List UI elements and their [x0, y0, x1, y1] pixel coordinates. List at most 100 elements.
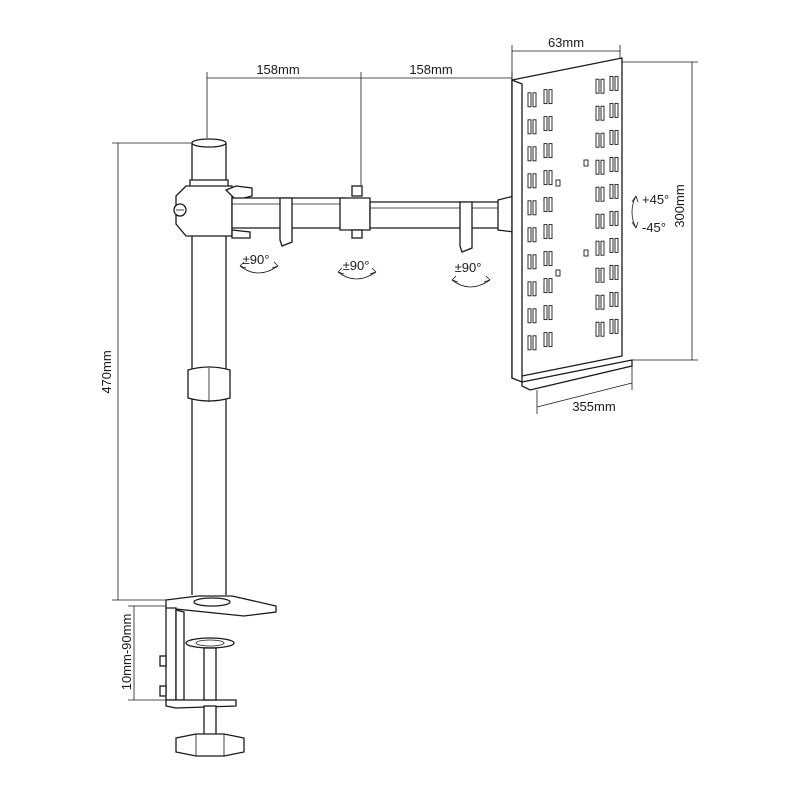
- plate-slot: [600, 105, 605, 121]
- plate-slot: [527, 200, 532, 216]
- plate-slot: [532, 308, 537, 324]
- tilt-down-label: -45°: [642, 220, 666, 235]
- plate-slot: [548, 116, 553, 132]
- plate-slot: [527, 146, 532, 162]
- plate-slot: [543, 305, 548, 321]
- plate-slot: [600, 294, 605, 310]
- plate-slot: [595, 321, 600, 337]
- pole-height-dimension: 470mm: [99, 142, 195, 601]
- plate-slot: [532, 146, 537, 162]
- plate-slot: [543, 224, 548, 240]
- plate-slot: [543, 251, 548, 267]
- plate-slot: [548, 332, 553, 348]
- plate-slot: [532, 200, 537, 216]
- plate-slot: [543, 89, 548, 105]
- plate-slot: [548, 89, 553, 105]
- plate-slot: [532, 227, 537, 243]
- joint-2-rotation-label: ±90°: [343, 258, 370, 273]
- rotation-indicator-3: ±90°: [451, 260, 491, 288]
- plate-slot: [614, 156, 619, 172]
- tilt-indicator: +45° -45°: [631, 192, 669, 235]
- plate-slot: [614, 75, 619, 91]
- clamp-range-label: 10mm-90mm: [119, 614, 134, 691]
- plate-slot: [548, 251, 553, 267]
- plate-slot: [548, 170, 553, 186]
- plate-slot: [595, 132, 600, 148]
- plate-slot: [527, 335, 532, 351]
- tilt-up-label: +45°: [642, 192, 669, 207]
- plate-slot: [609, 75, 614, 91]
- plate-slot: [532, 173, 537, 189]
- plate-slot: [600, 240, 605, 256]
- plate-slot: [609, 156, 614, 172]
- plate-height-label: 300mm: [672, 184, 687, 227]
- plate-slot: [527, 308, 532, 324]
- plate-slot: [548, 305, 553, 321]
- plate-slot: [609, 291, 614, 307]
- plate-slot: [614, 318, 619, 334]
- plate-slot: [543, 332, 548, 348]
- plate-slot: [600, 78, 605, 94]
- plate-slot: [614, 210, 619, 226]
- plate-slot: [609, 264, 614, 280]
- plate-depth-dimension: 63mm: [511, 35, 621, 80]
- plate-slot: [527, 227, 532, 243]
- plate-slot: [614, 129, 619, 145]
- plate-slot: [532, 92, 537, 108]
- plate-slot: [532, 335, 537, 351]
- plate-slot: [543, 278, 548, 294]
- plate-slot: [543, 170, 548, 186]
- plate-slot: [595, 105, 600, 121]
- plate-slot: [609, 129, 614, 145]
- plate-slot: [614, 183, 619, 199]
- plate-slot: [548, 224, 553, 240]
- plate-slot: [609, 318, 614, 334]
- plate-slot: [532, 119, 537, 135]
- plate-slot: [614, 237, 619, 253]
- joint-3-rotation-label: ±90°: [455, 260, 482, 275]
- clamp-range-dimension: 10mm-90mm: [119, 605, 170, 701]
- plate-slot: [543, 197, 548, 213]
- plate-slot: [595, 78, 600, 94]
- plate-slot: [595, 159, 600, 175]
- arm: [231, 185, 515, 253]
- rotation-indicator-2: ±90°: [337, 258, 377, 280]
- plate-slot: [527, 92, 532, 108]
- plate-slot: [609, 237, 614, 253]
- plate-slot: [609, 183, 614, 199]
- joint-1-rotation-label: ±90°: [243, 252, 270, 267]
- plate-slot: [609, 102, 614, 118]
- arm-segment-1-label: 158mm: [256, 62, 299, 77]
- plate-slot: [532, 281, 537, 297]
- plate-slot: [595, 213, 600, 229]
- plate-slot: [609, 210, 614, 226]
- mounting-hole: [583, 249, 589, 257]
- plate-slot: [595, 186, 600, 202]
- plate-slot: [614, 264, 619, 280]
- plate-slot: [527, 281, 532, 297]
- plate-slot: [595, 240, 600, 256]
- plate-slot: [600, 159, 605, 175]
- mounting-hole: [583, 159, 589, 167]
- plate-slot: [600, 213, 605, 229]
- plate-slot: [543, 143, 548, 159]
- plate-slot: [595, 267, 600, 283]
- plate-slot: [600, 132, 605, 148]
- arm-length-dimension: 158mm 158mm: [206, 62, 513, 190]
- plate-width-label: 355mm: [572, 399, 615, 414]
- plate-slot: [527, 173, 532, 189]
- plate-slot: [548, 278, 553, 294]
- arm-segment-2-label: 158mm: [409, 62, 452, 77]
- plate-slot: [532, 254, 537, 270]
- mounting-hole: [555, 269, 561, 277]
- plate-slot: [614, 291, 619, 307]
- desk-clamp: [159, 595, 277, 757]
- pole-height-label: 470mm: [99, 350, 114, 393]
- pole-pivot-joint: [173, 185, 253, 239]
- plate-slot: [595, 294, 600, 310]
- plate-slot: [614, 102, 619, 118]
- plate-slot: [543, 116, 548, 132]
- plate-slot: [527, 119, 532, 135]
